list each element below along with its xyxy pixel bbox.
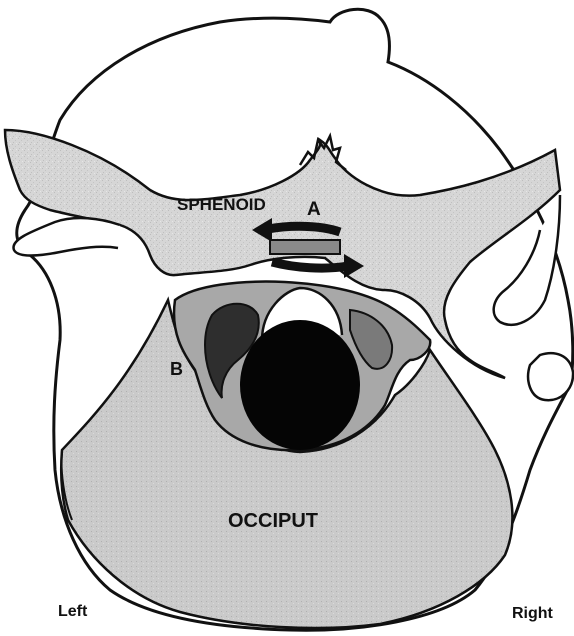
left-orientation-label: Left — [58, 603, 87, 621]
label-a: A — [307, 199, 321, 220]
foramen-magnum — [240, 320, 360, 450]
right-mastoid — [528, 353, 573, 400]
label-b: B — [170, 359, 183, 379]
right-orientation-label: Right — [512, 605, 553, 623]
occiput-label: OCCIPUT — [228, 510, 318, 532]
sphenoid-label: SPHENOID — [177, 195, 266, 214]
